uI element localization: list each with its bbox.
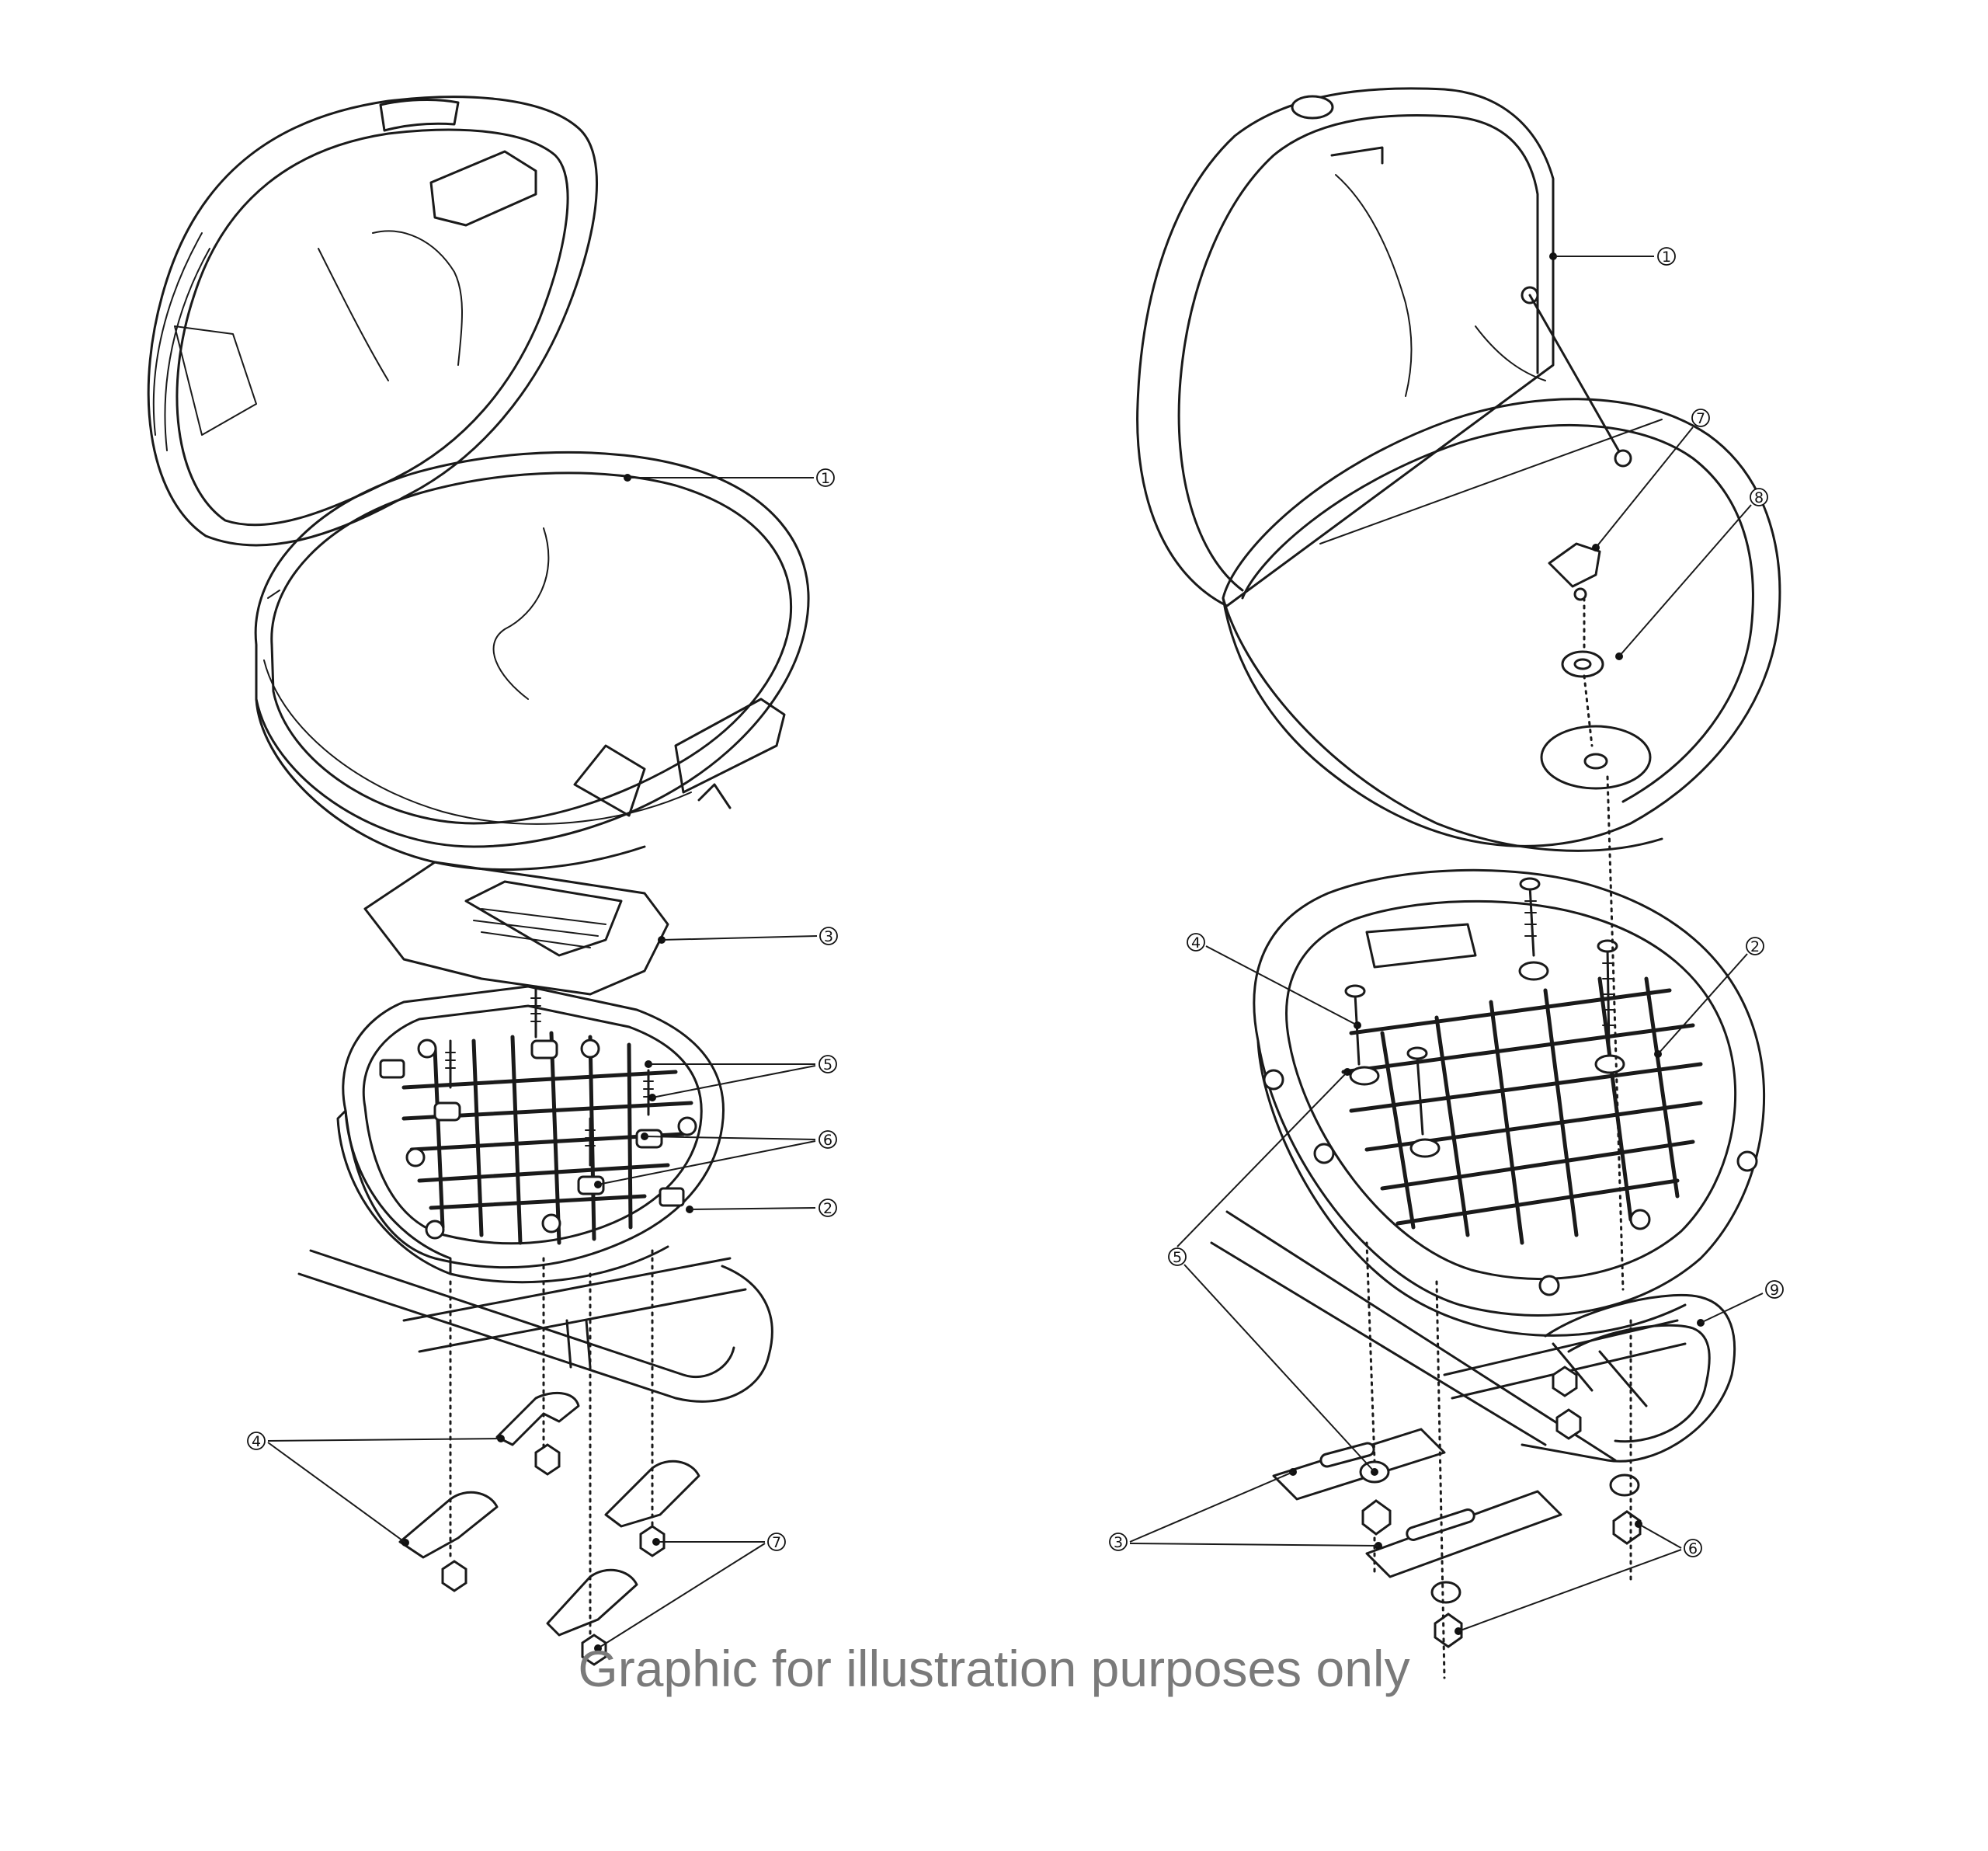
callouts: 1 3 5 6 2 4 <box>247 247 1784 1652</box>
callout-number: 4 <box>1191 934 1201 952</box>
callout-number: 6 <box>1688 1540 1698 1557</box>
callout-number: 7 <box>772 1534 781 1551</box>
left-spacer-plate <box>363 861 669 996</box>
left-assembly <box>147 96 810 1666</box>
right-callout-6: 6 <box>1455 1520 1702 1635</box>
callout-number: 8 <box>1754 489 1764 506</box>
right-mounting-plate <box>1253 868 1766 1337</box>
right-callout-5: 5 <box>1168 1068 1378 1476</box>
left-callout-3: 3 <box>658 927 838 945</box>
right-callout-8: 8 <box>1615 488 1768 660</box>
left-mounting-plate <box>336 985 725 1284</box>
right-washers-nuts <box>1359 1366 1642 1648</box>
callout-number: 7 <box>1696 410 1705 427</box>
left-rack <box>297 1249 773 1403</box>
left-top-case-base <box>254 451 810 872</box>
left-callout-7: 7 <box>594 1533 786 1652</box>
right-alignment-lines <box>1365 597 1632 1679</box>
right-screws <box>1344 877 1618 1136</box>
callout-number: 3 <box>1114 1534 1123 1551</box>
callout-number: 5 <box>823 1056 832 1073</box>
callout-number: 2 <box>823 1200 832 1217</box>
disclaimer-caption: Graphic for illustration purposes only <box>578 1640 1410 1697</box>
right-callout-4: 4 <box>1187 933 1361 1029</box>
left-top-case-lid <box>147 96 599 547</box>
left-callout-5: 5 <box>645 1055 837 1101</box>
left-screws <box>445 985 654 1167</box>
right-top-case-lid <box>1136 87 1625 607</box>
left-clamps-nuts <box>398 1391 700 1666</box>
right-callout-2: 2 <box>1654 937 1764 1058</box>
right-top-case-base <box>1222 398 1781 852</box>
left-callout-1: 1 <box>624 468 835 487</box>
right-clamp-plates <box>1272 1428 1562 1578</box>
callout-number: 1 <box>821 470 830 487</box>
right-callout-7: 7 <box>1592 409 1710 551</box>
right-callout-3: 3 <box>1109 1468 1382 1551</box>
right-callout-1: 1 <box>1549 247 1676 266</box>
right-assembly <box>1136 87 1781 1679</box>
callout-number: 6 <box>823 1132 832 1149</box>
callout-number: 3 <box>824 928 833 945</box>
callout-number: 4 <box>252 1433 261 1450</box>
callout-number: 1 <box>1662 249 1671 266</box>
left-callout-2: 2 <box>686 1199 837 1217</box>
callout-number: 5 <box>1173 1249 1182 1266</box>
callout-number: 9 <box>1770 1282 1779 1299</box>
right-callout-9: 9 <box>1697 1280 1784 1327</box>
left-callout-4: 4 <box>247 1432 505 1547</box>
left-alignment-lines <box>449 1249 654 1641</box>
left-callout-6: 6 <box>594 1130 837 1188</box>
callout-number: 2 <box>1750 938 1760 955</box>
